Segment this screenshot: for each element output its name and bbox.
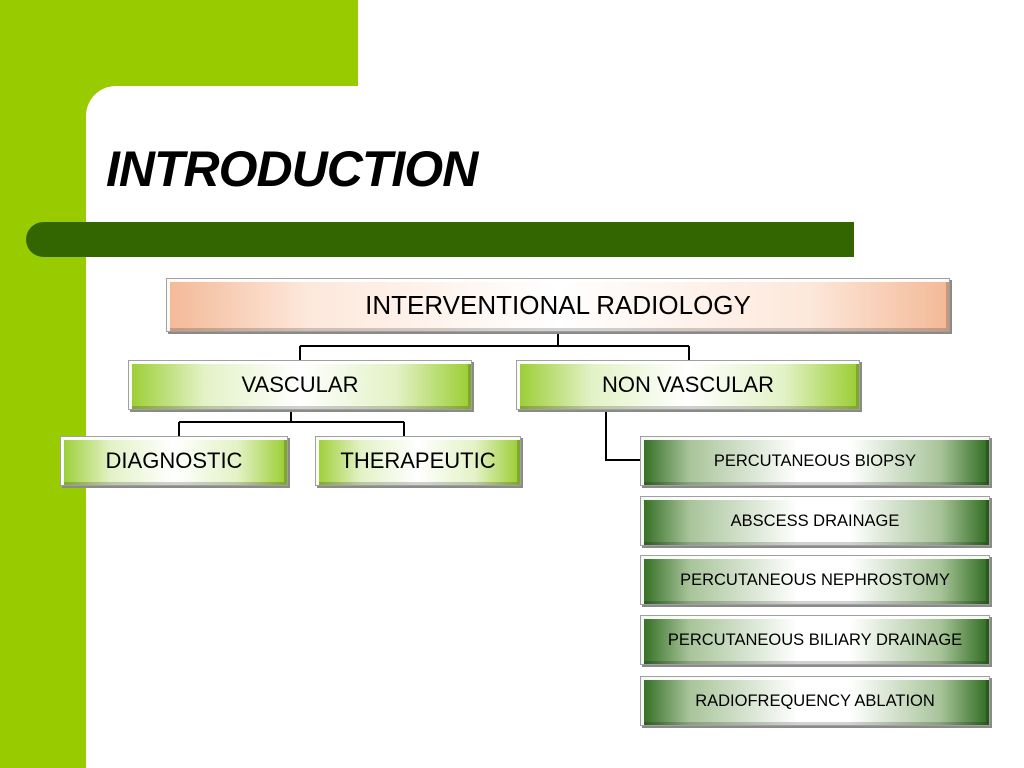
connector-nonvascular-to-items	[605, 410, 640, 461]
item-label: PERCUTANEOUS NEPHROSTOMY	[680, 570, 950, 589]
root-node: INTERVENTIONAL RADIOLOGY	[166, 278, 950, 332]
diagnostic-node-label: DIAGNOSTIC	[105, 448, 243, 473]
therapeutic-node: THERAPEUTIC	[315, 436, 521, 486]
radiofrequency-ablation-node: RADIOFREQUENCY ABLATION	[640, 676, 990, 726]
percutaneous-biliary-drainage-node: PERCUTANEOUS BILIARY DRAINAGE	[640, 615, 990, 665]
percutaneous-nephrostomy-node: PERCUTANEOUS NEPHROSTOMY	[640, 555, 990, 605]
root-node-label: INTERVENTIONAL RADIOLOGY	[365, 289, 751, 320]
item-label: PERCUTANEOUS BILIARY DRAINAGE	[667, 630, 963, 649]
page-title: INTRODUCTION	[106, 141, 478, 197]
therapeutic-node-label: THERAPEUTIC	[340, 448, 496, 473]
connector-root-to-level1	[299, 332, 690, 360]
connector-vascular-to-children	[178, 410, 405, 436]
diagnostic-node: DIAGNOSTIC	[60, 436, 288, 486]
vascular-node: VASCULAR	[128, 360, 472, 410]
item-label: RADIOFREQUENCY ABLATION	[695, 691, 935, 710]
item-label: ABSCESS DRAINAGE	[730, 511, 900, 530]
vascular-node-label: VASCULAR	[241, 372, 359, 397]
abscess-drainage-node: ABSCESS DRAINAGE	[640, 496, 990, 546]
percutaneous-biopsy-node: PERCUTANEOUS BIOPSY	[640, 436, 990, 486]
non-vascular-node: NON VASCULAR	[516, 360, 860, 410]
item-label: PERCUTANEOUS BIOPSY	[713, 451, 917, 470]
non-vascular-node-label: NON VASCULAR	[602, 372, 774, 397]
title-underline-bar	[26, 222, 854, 257]
